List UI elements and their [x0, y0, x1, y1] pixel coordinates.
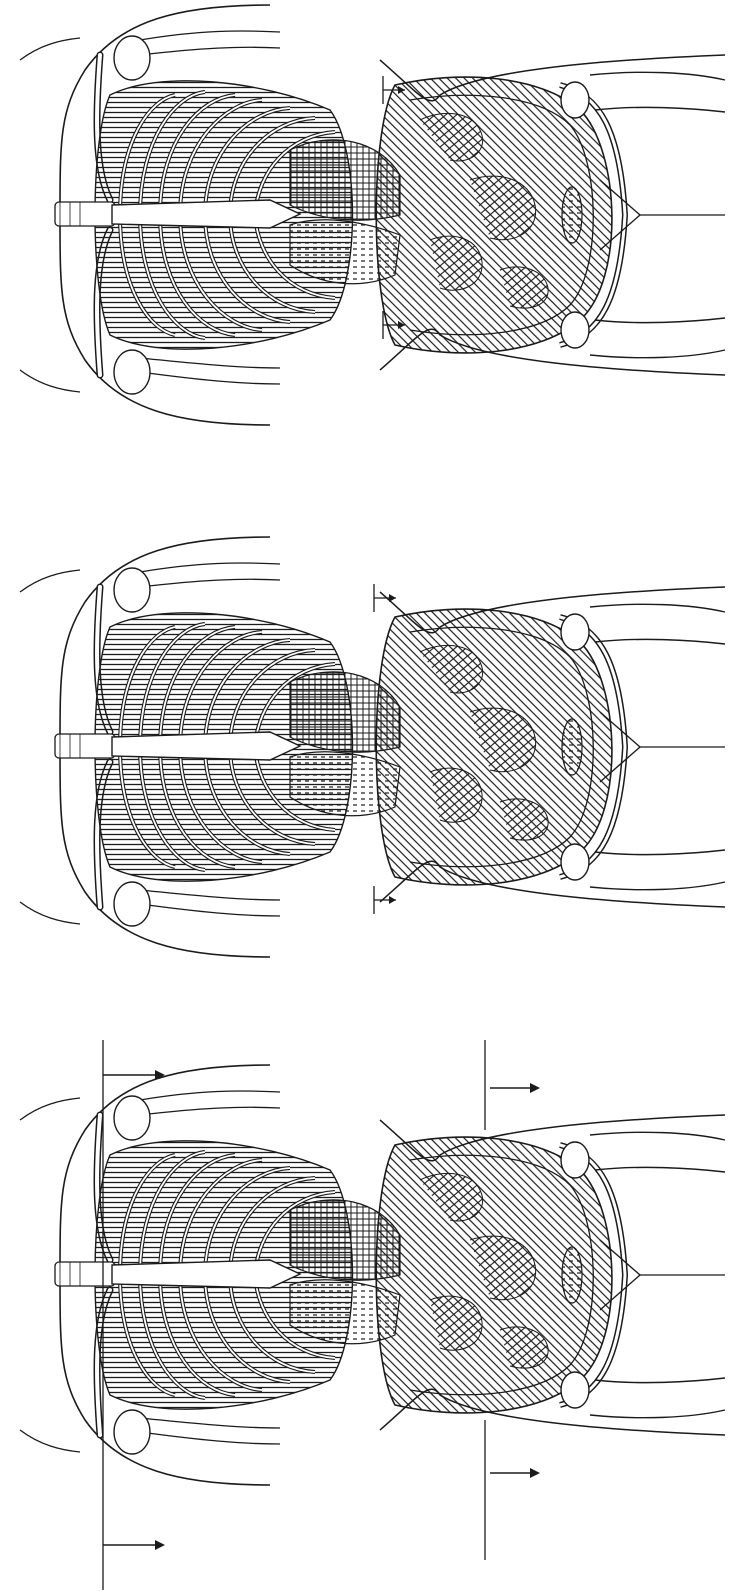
arrow-shoulder-bottom — [103, 1540, 165, 1550]
panel-3 — [20, 1040, 725, 1590]
arrow-upper-shoulder — [374, 584, 396, 612]
panel-2 — [20, 537, 725, 957]
arrow-waist-top — [490, 1083, 540, 1093]
panel-1 — [20, 5, 725, 425]
arrow-shoulder-top — [103, 1070, 165, 1080]
arrow-waist-bottom — [490, 1468, 540, 1478]
